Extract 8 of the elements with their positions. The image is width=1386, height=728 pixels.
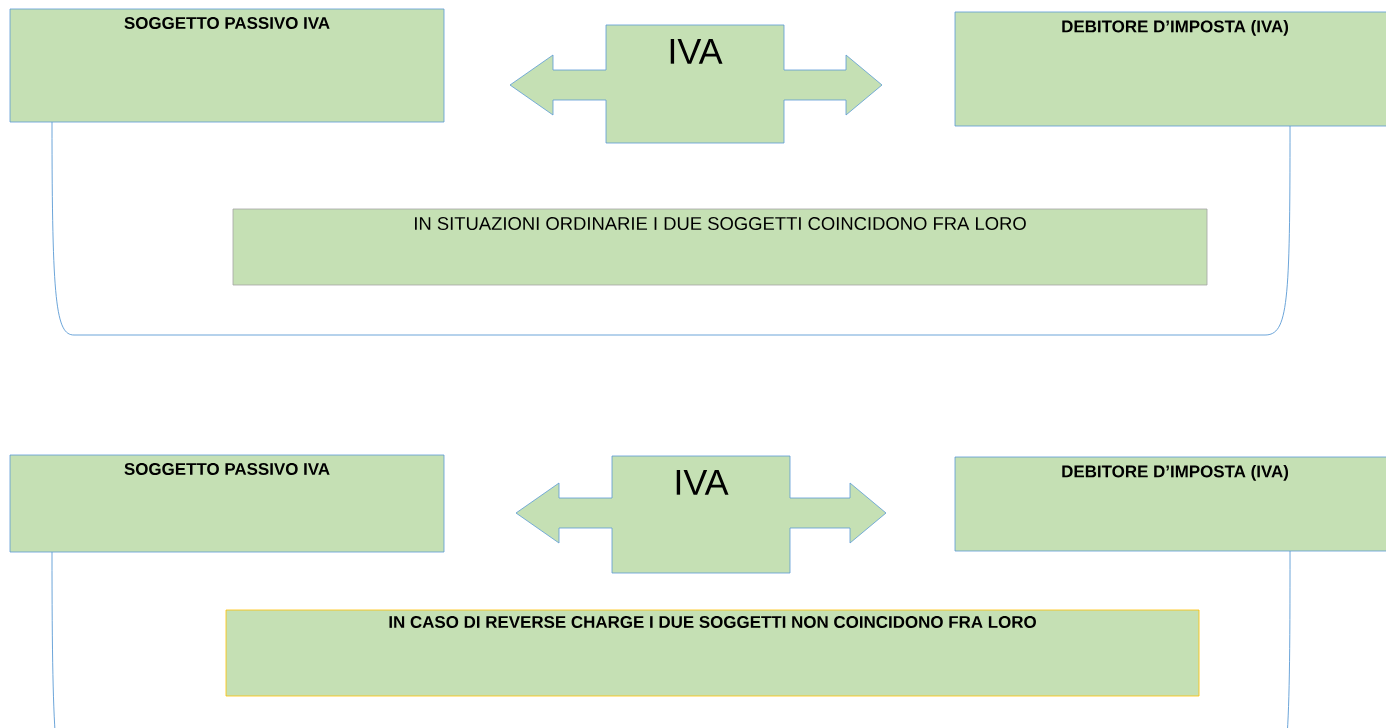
bracket-line [51,550,1291,728]
label-box: DEBITORE D’IMPOSTA (IVA) [954,11,1386,127]
note-box: IN CASO DI REVERSE CHARGE I DUE SOGGETTI NON COINCIDONO FRA LORO [225,609,1200,697]
label-box: SOGGETTO PASSIVO IVA [9,454,445,553]
note-box: IN SITUAZIONI ORDINARIE I DUE SOGGETTI COINCIDONO FRA LORO [232,208,1208,286]
label-box: DEBITORE D’IMPOSTA (IVA) [954,456,1386,552]
label-box: SOGGETTO PASSIVO IVA [9,8,445,123]
bracket-line [51,121,1291,336]
